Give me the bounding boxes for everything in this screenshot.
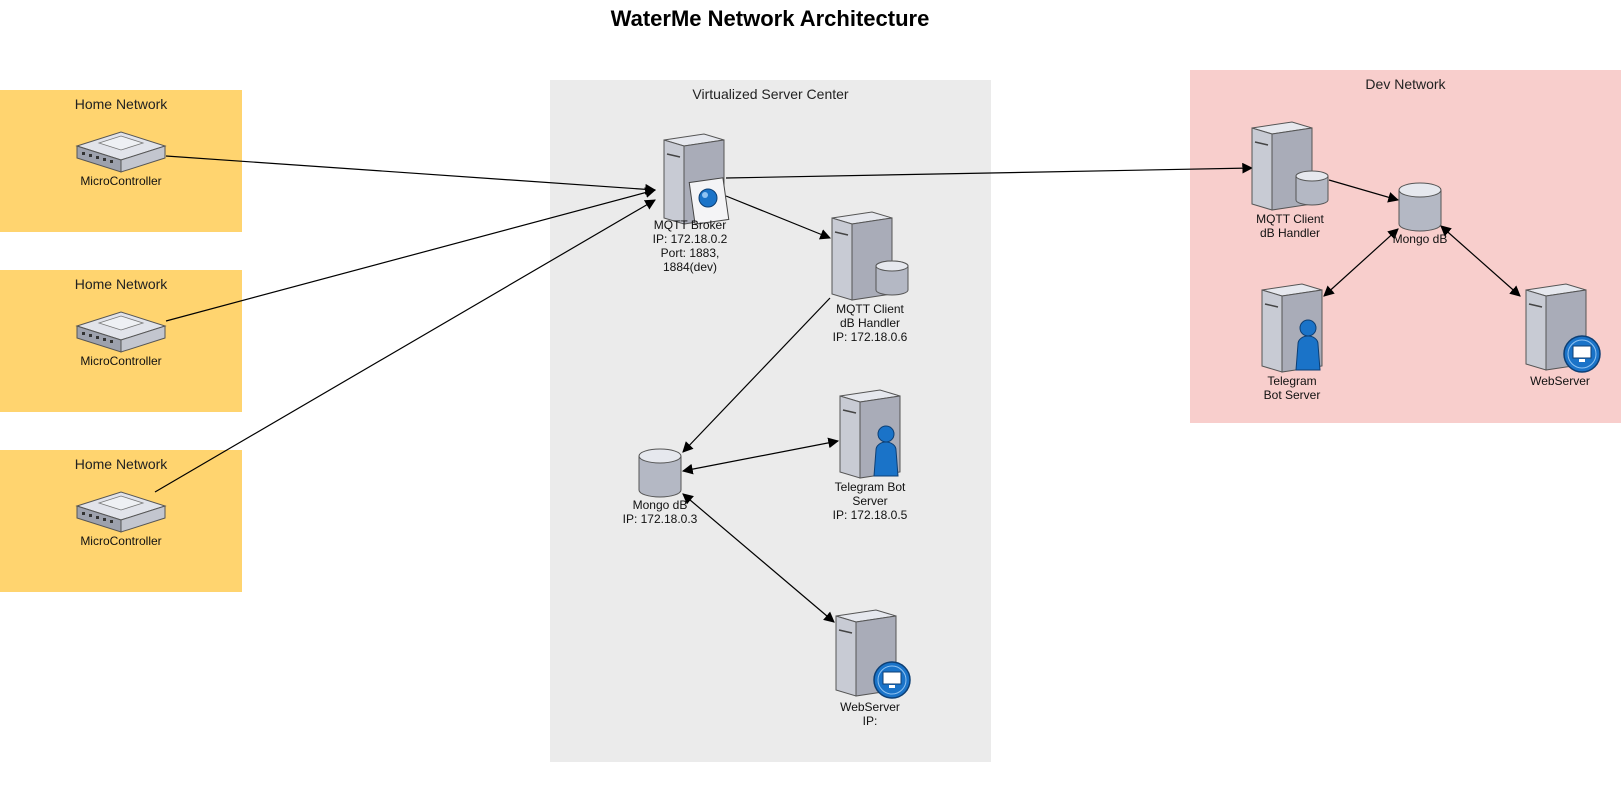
router-icon (75, 131, 167, 173)
microcontroller-label: MicroController (80, 174, 162, 188)
edge-devclient-devmongo (1328, 179, 1400, 203)
server-with-database-icon (1251, 121, 1329, 211)
mongo-db-node[interactable]: Mongo dB IP: 172.18.0.3 (600, 448, 720, 526)
dev-telegram-bot-label: Telegram Bot Server (1263, 374, 1321, 402)
edge-devmongo-devtelegram (1323, 228, 1399, 297)
dev-mongo-db-label: Mongo dB (1392, 232, 1448, 246)
edge-micro1-broker (165, 155, 657, 195)
server-with-certificate-icon (663, 133, 730, 225)
edge-mongo-telegram (681, 437, 840, 475)
server-with-user-icon (1261, 283, 1323, 373)
dev-mqtt-client-node[interactable]: MQTT Client dB Handler (1230, 120, 1350, 240)
database-icon (1398, 182, 1442, 232)
mqtt-client-label: MQTT Client dB Handler IP: 172.18.0.6 (832, 302, 908, 344)
edge-micro2-broker (165, 187, 657, 322)
edge-broker-devclient (725, 162, 1254, 179)
telegram-bot-node[interactable]: Telegram Bot Server IP: 172.18.0.5 (810, 388, 930, 522)
dev-mqtt-client-label: MQTT Client dB Handler (1256, 212, 1324, 240)
server-center-zone: Virtualized Server Center (550, 80, 991, 762)
microcontroller-label: MicroController (80, 354, 162, 368)
database-icon (638, 448, 682, 498)
edge-micro3-broker (154, 199, 656, 493)
webserver-node[interactable]: WebServer IP: (810, 608, 930, 728)
mqtt-broker-node[interactable]: MQTT Broker IP: 172.18.0.2 Port: 1883, 1… (630, 132, 750, 274)
webserver-label: WebServer IP: (840, 700, 900, 728)
microcontroller-node-1[interactable]: MicroController (56, 130, 186, 188)
edge-broker-client (725, 195, 832, 240)
dev-network-label: Dev Network (1365, 76, 1446, 92)
server-center-label: Virtualized Server Center (692, 86, 849, 102)
edge-mongo-webserver (682, 493, 835, 623)
mqtt-client-node[interactable]: MQTT Client dB Handler IP: 172.18.0.6 (810, 210, 930, 344)
router-icon (75, 491, 167, 533)
edge-client-mongo (682, 297, 831, 453)
server-with-database-icon (831, 211, 909, 301)
home-network-label: Home Network (74, 456, 168, 472)
microcontroller-label: MicroController (80, 534, 162, 548)
diagram-title: WaterMe Network Architecture (610, 6, 930, 31)
server-with-monitor-icon (835, 609, 911, 699)
mongo-db-label: Mongo dB IP: 172.18.0.3 (622, 498, 698, 526)
edge-devmongo-devwebserver (1440, 225, 1521, 297)
home-network-label: Home Network (74, 96, 168, 112)
microcontroller-node-3[interactable]: MicroController (56, 490, 186, 548)
mqtt-broker-label: MQTT Broker IP: 172.18.0.2 Port: 1883, 1… (652, 218, 728, 274)
dev-mongo-db-node[interactable]: Mongo dB (1360, 182, 1480, 246)
dev-telegram-bot-node[interactable]: Telegram Bot Server (1232, 282, 1352, 402)
server-with-monitor-icon (1525, 283, 1601, 373)
home-network-label: Home Network (74, 276, 168, 292)
dev-webserver-label: WebServer (1530, 374, 1590, 388)
telegram-bot-label: Telegram Bot Server IP: 172.18.0.5 (832, 480, 908, 522)
server-with-user-icon (839, 389, 901, 479)
dev-webserver-node[interactable]: WebServer (1500, 282, 1620, 388)
microcontroller-node-2[interactable]: MicroController (56, 310, 186, 368)
router-icon (75, 311, 167, 353)
